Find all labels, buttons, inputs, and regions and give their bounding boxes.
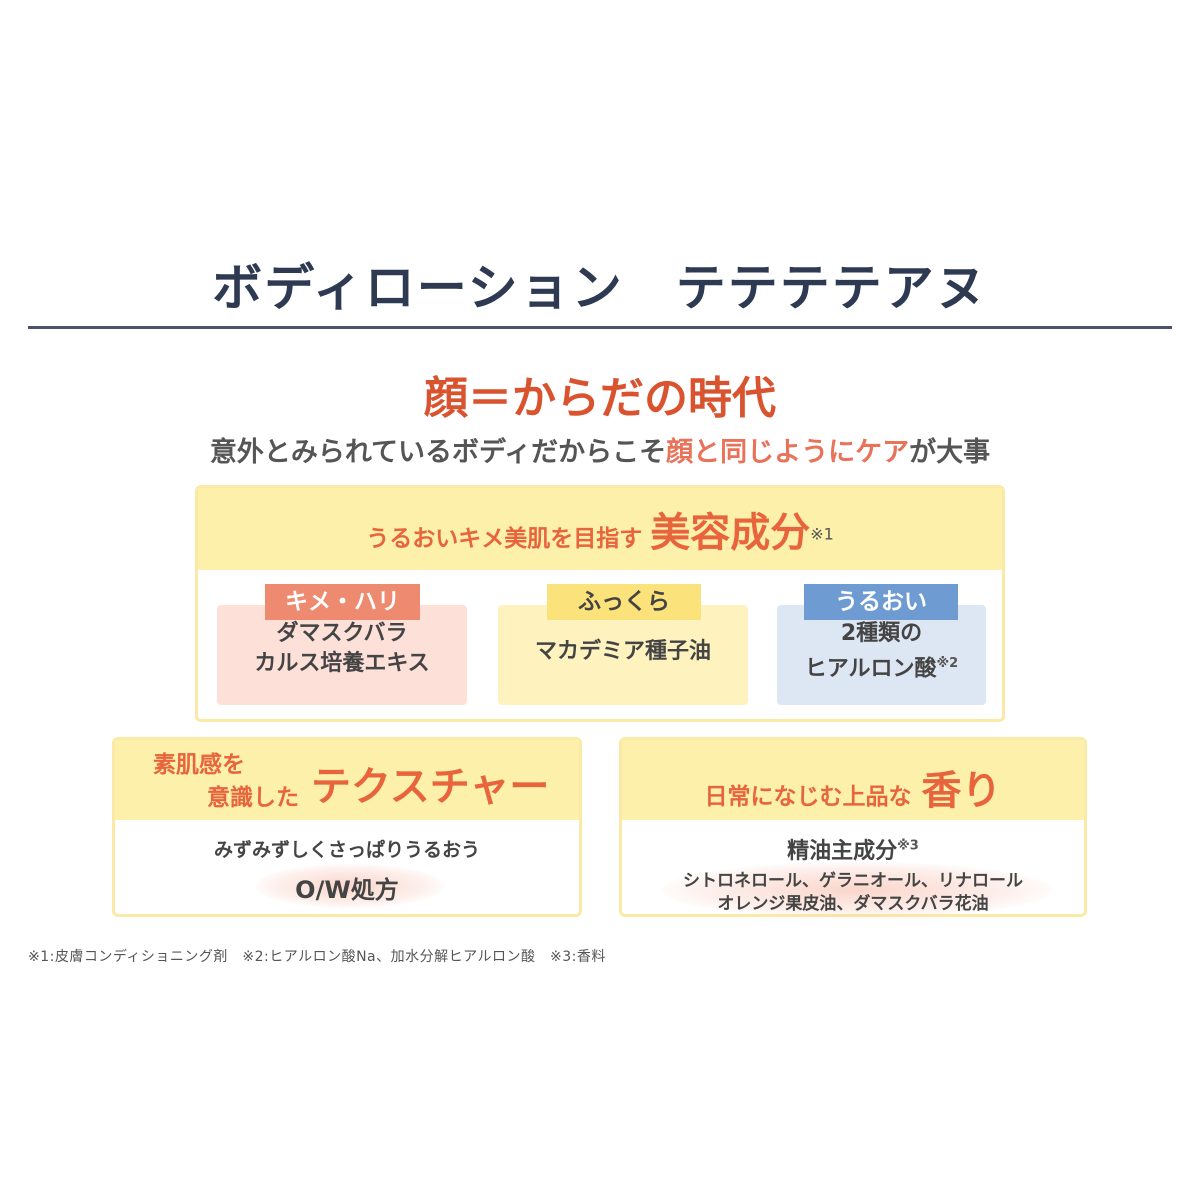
subline: 意外とみられているボディだからこそ顔と同じようにケアが大事 xyxy=(0,430,1200,469)
card-uruoi-note: ※2 xyxy=(936,656,959,671)
fragrance-label: 精油主成分 xyxy=(787,839,898,864)
subline-part2: が大事 xyxy=(909,437,991,468)
card-uruoi: 2種類の ヒアルロン酸※2 xyxy=(777,605,986,705)
page-title: ボディローション テテテテアヌ xyxy=(212,259,988,317)
ingredients-panel: うるおいキメ美肌を目指す美容成分※1 ダマスクバラ カルス培養エキス キメ・ハリ… xyxy=(195,485,1005,722)
ingredients-band: うるおいキメ美肌を目指す美容成分※1 xyxy=(198,488,1002,570)
tag-uruoi: うるおい xyxy=(804,584,958,620)
subline-part1: 意外とみられているボディだからこそ xyxy=(209,437,667,468)
texture-desc: みずみずしくさっぱりうるおう xyxy=(213,839,480,861)
fragrance-band-small: 日常になじむ上品な xyxy=(704,784,912,810)
ingredients-band-note: ※1 xyxy=(810,524,834,544)
ingredients-band-big: 美容成分 xyxy=(650,510,811,556)
card-kime-hari-line2: カルス培養エキス xyxy=(254,651,430,676)
fragrance-band-big: 香り xyxy=(921,768,1002,814)
fragrance-band: 日常になじむ上品な香り xyxy=(622,740,1084,820)
fragrance-line1: シトロネロール、ゲラニオール、リナロール xyxy=(683,871,1023,891)
fragrance-label-note: ※3 xyxy=(897,838,919,854)
subline-highlight: 顔と同じようにケア xyxy=(666,437,910,468)
texture-glow xyxy=(255,864,445,908)
headline: 顔＝からだの時代 xyxy=(424,373,776,424)
texture-panel: 素肌感を 意識した テクスチャー みずみずしくさっぱりうるおう O/W処方 xyxy=(112,737,582,917)
texture-band-small-1: 素肌感を xyxy=(153,752,245,778)
texture-band-small-2: 意識した xyxy=(207,785,299,811)
texture-band: 素肌感を 意識した テクスチャー xyxy=(115,740,579,820)
texture-band-big: テクスチャー xyxy=(311,764,550,810)
fragrance-line2: オレンジ果皮油、ダマスクバラ花油 xyxy=(717,894,989,914)
footnote: ※1:皮膚コンディショニング剤 ※2:ヒアルロン酸Na、加水分解ヒアルロン酸 ※… xyxy=(28,949,606,965)
fragrance-glow xyxy=(662,862,1052,918)
card-kime-hari: ダマスクバラ カルス培養エキス xyxy=(217,605,467,705)
fragrance-panel: 日常になじむ上品な香り 精油主成分※3 シトロネロール、ゲラニオール、リナロール… xyxy=(619,737,1087,918)
tag-kime-hari: キメ・ハリ xyxy=(265,584,420,620)
texture-feature: O/W処方 xyxy=(295,876,399,904)
fragrance-label-wrap: 精油主成分※3 xyxy=(622,833,1084,865)
tag-fukkura: ふっくら xyxy=(547,584,701,620)
card-uruoi-line1: 2種類の xyxy=(840,621,923,646)
card-kime-hari-line1: ダマスクバラ xyxy=(276,621,408,646)
title-divider xyxy=(28,326,1172,329)
card-fukkura: マカデミア種子油 xyxy=(498,605,748,705)
card-uruoi-line2: ヒアルロン酸 xyxy=(804,656,937,682)
ingredients-band-small: うるおいキメ美肌を目指す xyxy=(366,526,643,552)
card-fukkura-line1: マカデミア種子油 xyxy=(534,639,711,664)
